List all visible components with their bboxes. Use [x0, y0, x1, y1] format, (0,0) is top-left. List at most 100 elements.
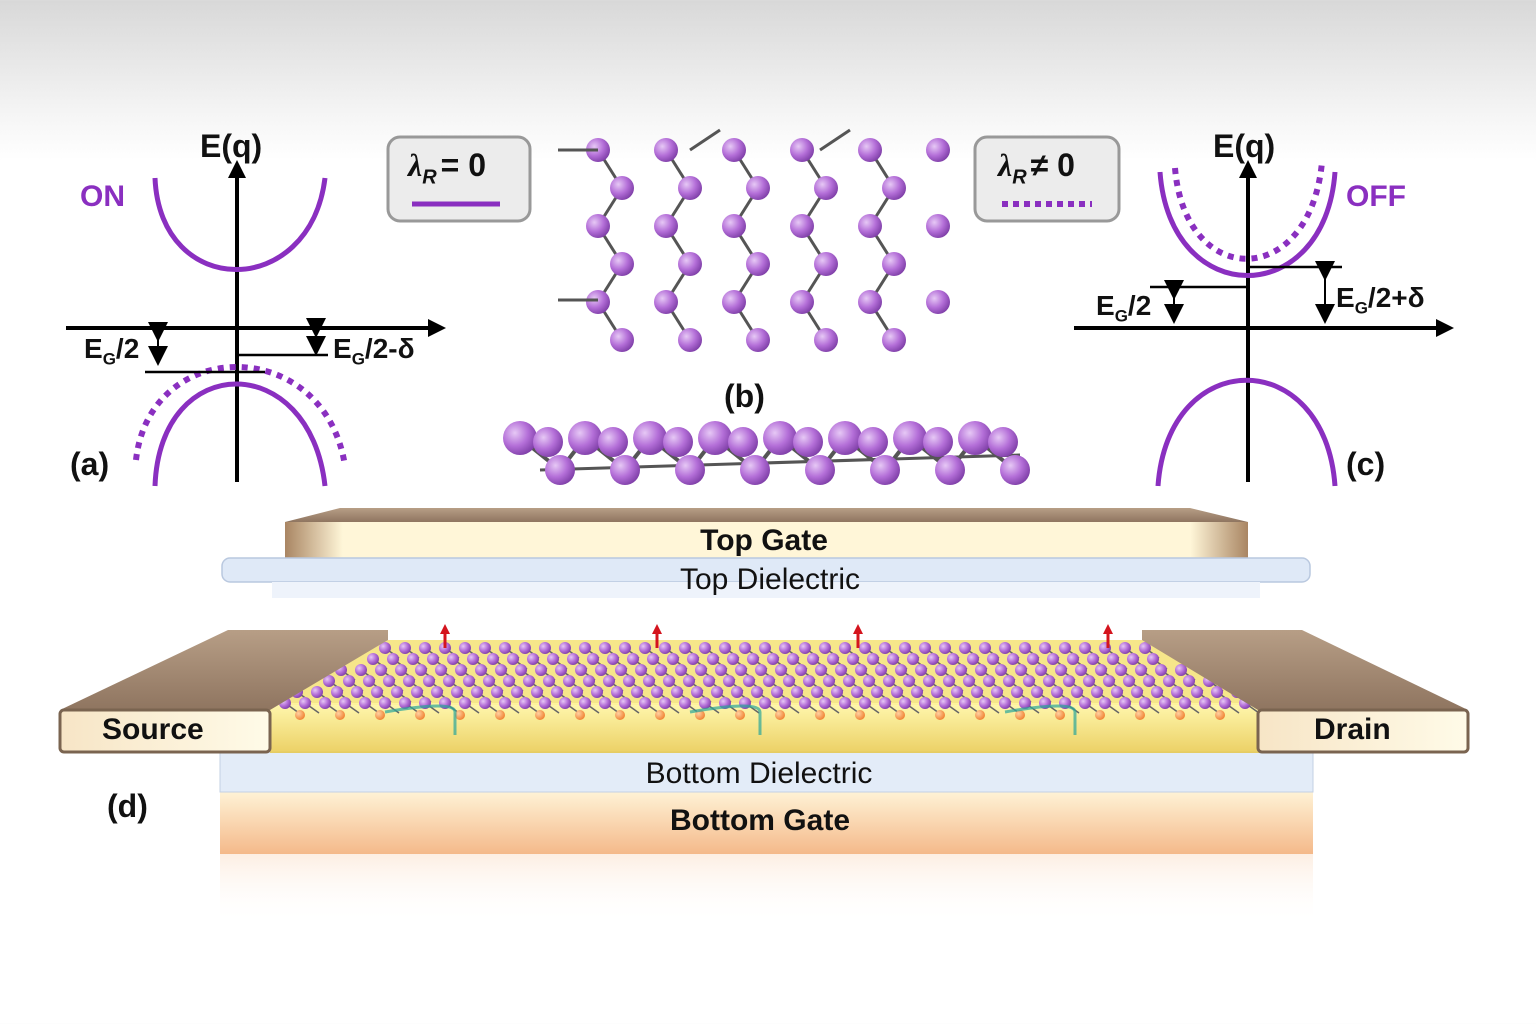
atom	[423, 675, 435, 687]
valence-band-solid	[1155, 377, 1338, 487]
panel-b-label: (b)	[724, 378, 765, 414]
atom	[1127, 653, 1139, 665]
sub-atom	[455, 710, 465, 720]
atom	[551, 686, 563, 698]
sub-atom	[815, 710, 825, 720]
atom	[459, 642, 471, 654]
atom	[811, 686, 823, 698]
atom	[1019, 642, 1031, 654]
atom	[883, 675, 895, 687]
atom	[1031, 686, 1043, 698]
atom	[471, 686, 483, 698]
atom	[1075, 664, 1087, 676]
gap-symbol: E	[1096, 290, 1115, 321]
momentum-axis-arrow	[1436, 319, 1454, 337]
atom	[899, 697, 911, 709]
atom	[963, 675, 975, 687]
atom	[559, 697, 571, 709]
sub-atom	[1175, 710, 1185, 720]
spin-up-arrow-head	[1103, 624, 1113, 634]
atom	[805, 455, 835, 485]
atom	[835, 664, 847, 676]
atom	[499, 642, 511, 654]
panel-c-axis-label: E(q)	[1213, 128, 1276, 164]
atom	[503, 675, 515, 687]
atom	[611, 686, 623, 698]
honeycomb-lattice-top-view	[558, 128, 950, 352]
atom	[759, 697, 771, 709]
lambda-symbol: λ	[408, 147, 423, 183]
atom	[790, 290, 814, 314]
sub-atom	[655, 710, 665, 720]
bond	[819, 128, 851, 152]
atom	[823, 675, 835, 687]
atom	[875, 664, 887, 676]
conduction-band-solid	[1157, 171, 1338, 278]
atom	[515, 664, 527, 676]
atom	[639, 697, 651, 709]
gap-tail: /2	[115, 333, 140, 364]
atom	[654, 290, 678, 314]
panel-c-band-diagram	[1074, 160, 1454, 487]
atom	[1099, 697, 1111, 709]
atom	[539, 642, 551, 654]
atom	[678, 252, 702, 276]
atom	[1063, 675, 1075, 687]
atom	[746, 328, 770, 352]
atom	[959, 697, 971, 709]
legend-solid-box	[386, 135, 532, 223]
atom	[359, 697, 371, 709]
atom	[790, 214, 814, 238]
sub-atom	[1215, 710, 1225, 720]
top-dielectric-label: Top Dielectric	[679, 563, 861, 596]
atom	[1191, 686, 1203, 698]
buckled-lattice-side-view	[503, 421, 1030, 485]
atom	[351, 686, 363, 698]
atom	[339, 697, 351, 709]
atom	[1051, 686, 1063, 698]
atom	[1091, 686, 1103, 698]
atom	[633, 421, 667, 455]
atom	[678, 176, 702, 200]
sub-atom	[1095, 710, 1105, 720]
atom	[831, 686, 843, 698]
atom	[675, 664, 687, 676]
atom	[819, 642, 831, 654]
atom	[851, 686, 863, 698]
atom	[722, 214, 746, 238]
atom	[407, 653, 419, 665]
atom	[579, 642, 591, 654]
atom	[531, 686, 543, 698]
atom	[935, 455, 965, 485]
atom	[915, 664, 927, 676]
sub-atom	[1015, 710, 1025, 720]
channel-atom-lattice	[279, 642, 1260, 720]
atom	[999, 697, 1011, 709]
spin-up-arrow-head	[853, 624, 863, 634]
atom	[926, 214, 950, 238]
atom	[947, 653, 959, 665]
atom	[659, 697, 671, 709]
atom	[695, 664, 707, 676]
atom	[319, 697, 331, 709]
atom	[371, 686, 383, 698]
atom	[731, 686, 743, 698]
atom	[951, 686, 963, 698]
atom	[858, 138, 882, 162]
atom	[507, 653, 519, 665]
atom	[715, 664, 727, 676]
top-gate-label: Top Gate	[700, 524, 828, 557]
legend-dashed-box	[973, 135, 1121, 223]
atom	[779, 697, 791, 709]
atom	[1159, 697, 1171, 709]
atom	[807, 653, 819, 665]
atom	[443, 675, 455, 687]
atom	[679, 642, 691, 654]
atom	[879, 642, 891, 654]
device-schematic	[58, 508, 1470, 924]
atom	[863, 675, 875, 687]
atom	[751, 686, 763, 698]
atom	[995, 664, 1007, 676]
sub-atom	[295, 710, 305, 720]
bottom-gate-reflection	[220, 854, 1313, 924]
